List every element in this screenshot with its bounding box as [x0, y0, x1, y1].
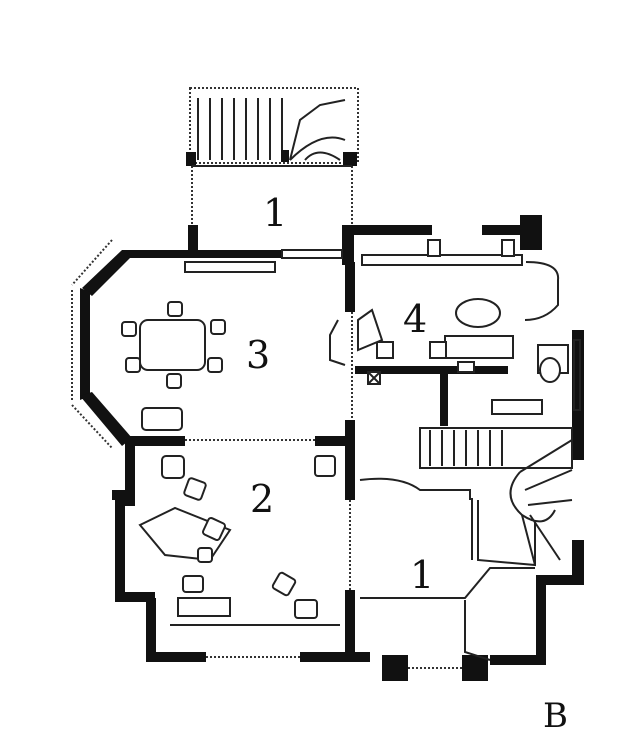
room-number-2: 2: [250, 477, 274, 521]
room-number-3: 3: [246, 333, 270, 377]
room-number-hall: 1: [410, 553, 434, 597]
top-stair: [186, 87, 359, 166]
room-labels: 1 2 3 4 1: [246, 191, 434, 597]
room-2-furniture: [138, 455, 340, 626]
outer-walls: [71, 215, 584, 681]
room-3-furniture: [121, 249, 343, 431]
room-number-porch: 1: [263, 191, 287, 235]
figure-label: B: [543, 696, 568, 736]
porch-room: [191, 165, 353, 228]
stair-hall: [359, 427, 573, 661]
room-4-details: [329, 239, 581, 415]
room-number-4: 4: [403, 297, 427, 341]
